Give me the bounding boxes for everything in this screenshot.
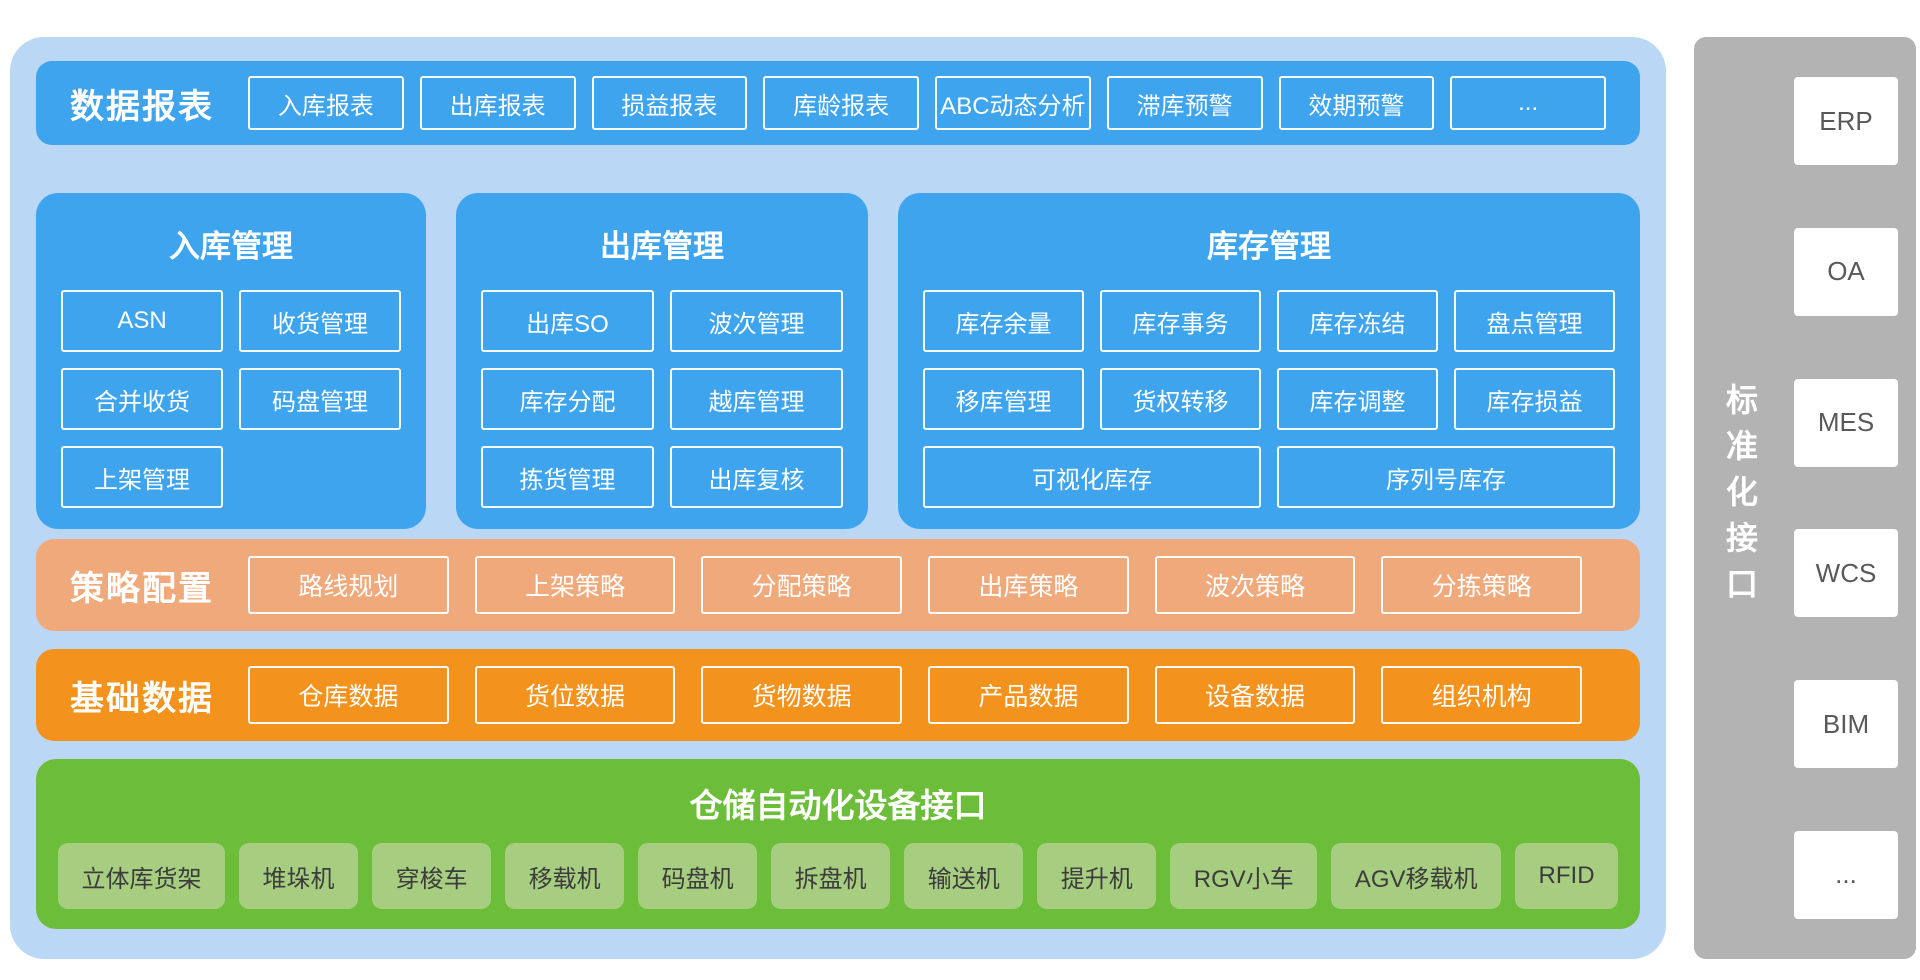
external-system-chip: BIM bbox=[1794, 680, 1898, 769]
basedata-item-chip: 货位数据 bbox=[474, 666, 676, 724]
inbound-item-chip: 码盘管理 bbox=[239, 368, 401, 430]
device-item-chip: 输送机 bbox=[904, 843, 1024, 909]
panel-inventory-items: 库存余量库存事务库存冻结盘点管理移库管理货权转移库存调整库存损益 bbox=[923, 290, 1615, 430]
basedata-item-chip: 产品数据 bbox=[928, 666, 1129, 724]
report-item-chip: 损益报表 bbox=[591, 76, 748, 130]
report-item-chip: ABC动态分析 bbox=[935, 76, 1091, 130]
outbound-item-chip: 出库复核 bbox=[670, 446, 843, 508]
report-bar-title: 数据报表 bbox=[70, 87, 214, 126]
strategy-item-chip: 上架策略 bbox=[474, 556, 676, 614]
outbound-item-chip: 出库SO bbox=[481, 290, 654, 352]
inbound-item-chip: ASN bbox=[61, 290, 223, 352]
report-item-chip: 滞库预警 bbox=[1106, 76, 1263, 130]
inventory-wide-item-chip: 可视化库存 bbox=[923, 446, 1261, 508]
outbound-item-chip: 拣货管理 bbox=[481, 446, 654, 508]
device-item-chip: AGV移载机 bbox=[1331, 843, 1502, 909]
basedata-bar-items: 仓库数据货位数据货物数据产品数据设备数据组织机构 bbox=[248, 666, 1640, 724]
inventory-item-chip: 移库管理 bbox=[923, 368, 1084, 430]
panel-inbound-management: 入库管理 ASN 收货管理合并收货码盘管理上架管理 bbox=[36, 193, 426, 529]
external-system-chip: ERP bbox=[1794, 77, 1898, 165]
sidebar-title-wrap: 标准化接口 bbox=[1694, 37, 1786, 959]
basedata-bar: 基础数据 仓库数据货位数据货物数据产品数据设备数据组织机构 bbox=[36, 649, 1640, 741]
strategy-item-chip: 分拣策略 bbox=[1381, 556, 1583, 614]
device-item-chip: 码盘机 bbox=[638, 843, 758, 909]
device-item-chip: 立体库货架 bbox=[58, 843, 226, 909]
external-system-chip: WCS bbox=[1794, 529, 1898, 618]
strategy-item-chip: 波次策略 bbox=[1154, 556, 1356, 614]
inventory-item-chip: 库存损益 bbox=[1454, 368, 1615, 430]
panel-inbound-items: ASN 收货管理合并收货码盘管理上架管理 bbox=[61, 290, 401, 508]
report-item-chip: 入库报表 bbox=[248, 76, 404, 130]
inventory-item-chip: 库存事务 bbox=[1100, 290, 1261, 352]
device-item-chip: 提升机 bbox=[1037, 843, 1157, 909]
inbound-item-chip: 收货管理 bbox=[239, 290, 401, 352]
strategy-bar: 策略配置 路线规划上架策略分配策略出库策略波次策略分拣策略 bbox=[36, 539, 1640, 631]
strategy-bar-title: 策略配置 bbox=[70, 569, 214, 608]
external-system-chip: MES bbox=[1794, 378, 1898, 467]
report-item-chip: 库龄报表 bbox=[763, 76, 919, 130]
panel-inventory-title: 库存管理 bbox=[1207, 229, 1331, 264]
inventory-wide-item-chip: 序列号库存 bbox=[1277, 446, 1615, 508]
sidebar-items: ERP OA MES WCS BIM... bbox=[1786, 37, 1916, 959]
device-item-chip: 穿梭车 bbox=[372, 843, 492, 909]
strategy-item-chip: 出库策略 bbox=[928, 556, 1129, 614]
external-system-chip: OA bbox=[1794, 227, 1898, 316]
strategy-bar-items: 路线规划上架策略分配策略出库策略波次策略分拣策略 bbox=[248, 556, 1640, 614]
device-item-chip: RGV小车 bbox=[1170, 843, 1318, 909]
report-item-chip: 效期预警 bbox=[1278, 76, 1435, 130]
inventory-item-chip: 盘点管理 bbox=[1454, 290, 1615, 352]
panel-inventory-wide-items: 可视化库存序列号库存 bbox=[923, 446, 1615, 508]
inbound-item-chip: 合并收货 bbox=[61, 368, 223, 430]
device-item-chip: 拆盘机 bbox=[771, 843, 891, 909]
report-item-chip: 出库报表 bbox=[419, 76, 576, 130]
outbound-item-chip: 库存分配 bbox=[481, 368, 654, 430]
device-section-title: 仓储自动化设备接口 bbox=[689, 787, 987, 824]
panel-inventory-management: 库存管理 库存余量库存事务库存冻结盘点管理移库管理货权转移库存调整库存损益 可视… bbox=[898, 193, 1640, 529]
inventory-item-chip: 货权转移 bbox=[1100, 368, 1261, 430]
basedata-bar-title: 基础数据 bbox=[70, 679, 214, 718]
external-system-chip: ... bbox=[1794, 830, 1898, 919]
report-item-chip: ... bbox=[1450, 76, 1606, 130]
strategy-item-chip: 路线规划 bbox=[248, 556, 449, 614]
basedata-item-chip: 设备数据 bbox=[1154, 666, 1356, 724]
outbound-item-chip: 越库管理 bbox=[670, 368, 843, 430]
inventory-item-chip: 库存冻结 bbox=[1277, 290, 1438, 352]
panel-inbound-title: 入库管理 bbox=[169, 229, 293, 264]
device-item-chip: RFID bbox=[1515, 843, 1619, 909]
strategy-item-chip: 分配策略 bbox=[701, 556, 903, 614]
inventory-item-chip: 库存调整 bbox=[1277, 368, 1438, 430]
standard-interface-rail: 标准化接口 ERP OA MES WCS BIM... bbox=[1694, 37, 1916, 959]
panel-outbound-title: 出库管理 bbox=[600, 229, 724, 264]
outbound-item-chip: 波次管理 bbox=[670, 290, 843, 352]
inventory-item-chip: 库存余量 bbox=[923, 290, 1084, 352]
panel-outbound-items: 出库SO 波次管理库存分配越库管理拣货管理出库复核 bbox=[481, 290, 843, 508]
device-item-chip: 堆垛机 bbox=[239, 843, 359, 909]
basedata-item-chip: 仓库数据 bbox=[248, 666, 449, 724]
panel-outbound-management: 出库管理 出库SO 波次管理库存分配越库管理拣货管理出库复核 bbox=[456, 193, 868, 529]
basedata-item-chip: 货物数据 bbox=[701, 666, 903, 724]
report-bar-items: 入库报表出库报表损益报表库龄报表 ABC动态分析滞库预警效期预警... bbox=[248, 76, 1640, 130]
report-bar: 数据报表 入库报表出库报表损益报表库龄报表 ABC动态分析滞库预警效期预警... bbox=[36, 61, 1640, 145]
basedata-item-chip: 组织机构 bbox=[1381, 666, 1583, 724]
sidebar-vertical-title: 标准化接口 bbox=[1722, 383, 1758, 613]
inbound-item-chip: 上架管理 bbox=[61, 446, 223, 508]
device-item-chip: 移载机 bbox=[505, 843, 625, 909]
